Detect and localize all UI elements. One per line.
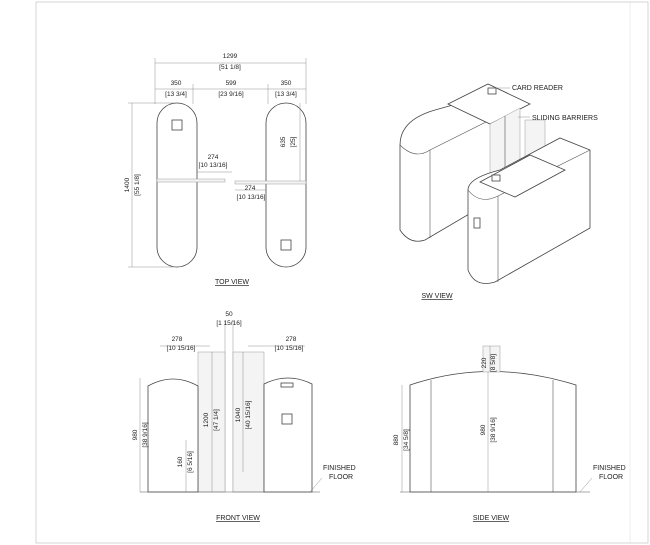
cabinet-height-in-label: [38 9/16]: [142, 422, 149, 447]
card-reader-front: [280, 382, 294, 388]
right-barrier-plan: [234, 180, 307, 185]
card-reader-right-plan: [280, 239, 292, 251]
card-reader-callout: CARD READER: [512, 85, 563, 92]
length-in-label: [55 1/8]: [134, 174, 141, 196]
top-height-label: 220: [481, 357, 488, 368]
right-barrier-front: [232, 351, 265, 493]
gap-label: 50: [225, 311, 233, 318]
sliding-barriers-callout: SLIDING BARRIERS: [532, 115, 598, 122]
card-reader-side-iso: [473, 217, 481, 229]
cabinet-left-width-in: [13 3/4]: [165, 91, 187, 98]
top-view-title: TOP VIEW: [215, 279, 249, 286]
length-label: 1400: [124, 177, 131, 192]
top-height-in-label: [8 5/8]: [490, 354, 497, 372]
finished-floor-side-1: FINISHED: [593, 465, 626, 472]
barrier-top-side: [482, 345, 501, 373]
passage-width-in: [23 9/16]: [218, 91, 243, 98]
barrier-height-label: 1200: [203, 412, 210, 427]
cabinet-height-label: 980: [132, 429, 139, 440]
right-width-in-label: [10 15/16]: [275, 345, 304, 352]
finished-floor-front-2: FLOOR: [329, 474, 353, 481]
barrier-height2-label: 1040: [235, 407, 242, 422]
mid-height-in-label: [38 9/16]: [490, 417, 497, 442]
barrier-height2-in-label: [40 15/16]: [245, 400, 252, 429]
left-barrier-plan: [156, 178, 226, 183]
barrier-upper-label: 274: [208, 154, 219, 161]
cabinet-right-width-in: [13 3/4]: [275, 91, 297, 98]
barrier-lower-label: 274: [245, 185, 256, 192]
barrier-height-in-label: [47 1/4]: [213, 409, 220, 431]
reader-offset-in-label: [25]: [290, 136, 297, 147]
cabinet-right-width: 350: [281, 80, 292, 87]
floor-gap-in-label: [6 5/16]: [187, 451, 194, 473]
finished-floor-front-1: FINISHED: [323, 465, 356, 472]
right-cabinet-front: [263, 377, 313, 493]
floor-gap-label: 160: [177, 456, 184, 467]
barrier-lower-in-label: [10 13/16]: [237, 194, 266, 201]
front-view: 50 [1 15/16] 278 [10 15/16] 278 [10 15/1…: [132, 311, 356, 522]
sw-view: CARD READER SLIDING BARRIERS SW VIEW: [399, 83, 598, 300]
sheet-border: [35, 1, 649, 544]
side-view: FINISHED FLOOR 220 [8 5/8] 880 [34 5/8] …: [393, 345, 626, 522]
floor-leader-side: [579, 477, 593, 493]
reader-offset-label: 635: [280, 136, 287, 147]
end-height-label: 880: [393, 434, 400, 445]
left-width-in-label: [10 15/16]: [167, 345, 196, 352]
passage-width: 599: [226, 80, 237, 87]
top-view: 1299 [51 1/8] 350 [13 3/4] 599 [23 9/16]…: [124, 53, 307, 286]
overall-width-in-label: [51 1/8]: [219, 64, 241, 71]
card-reader-front-iso: [491, 174, 501, 182]
mid-height-label: 980: [480, 424, 487, 435]
right-cabinet-plan: [265, 102, 307, 268]
front-view-title: FRONT VIEW: [216, 515, 260, 522]
gap-in-label: [1 15/16]: [216, 320, 241, 327]
left-width-label: 278: [172, 336, 183, 343]
front-cabinet-top: [479, 154, 566, 198]
barrier-upper-in-label: [10 13/16]: [199, 162, 228, 169]
card-reader-iso: [487, 87, 497, 95]
sw-view-title: SW VIEW: [421, 293, 453, 300]
left-barrier-front: [197, 351, 226, 493]
side-view-title: SIDE VIEW: [473, 515, 510, 522]
floor-leader-front: [309, 477, 323, 493]
cabinet-left-width: 350: [171, 80, 182, 87]
left-cabinet-front: [147, 378, 199, 493]
end-height-in-label: [34 5/8]: [403, 429, 410, 451]
card-reader-face-front: [281, 413, 293, 425]
overall-width-label: 1299: [223, 53, 238, 60]
card-reader-left-plan: [171, 119, 183, 131]
finished-floor-side-2: FLOOR: [599, 474, 623, 481]
left-cabinet-plan: [156, 102, 198, 268]
right-width-label: 278: [286, 336, 297, 343]
